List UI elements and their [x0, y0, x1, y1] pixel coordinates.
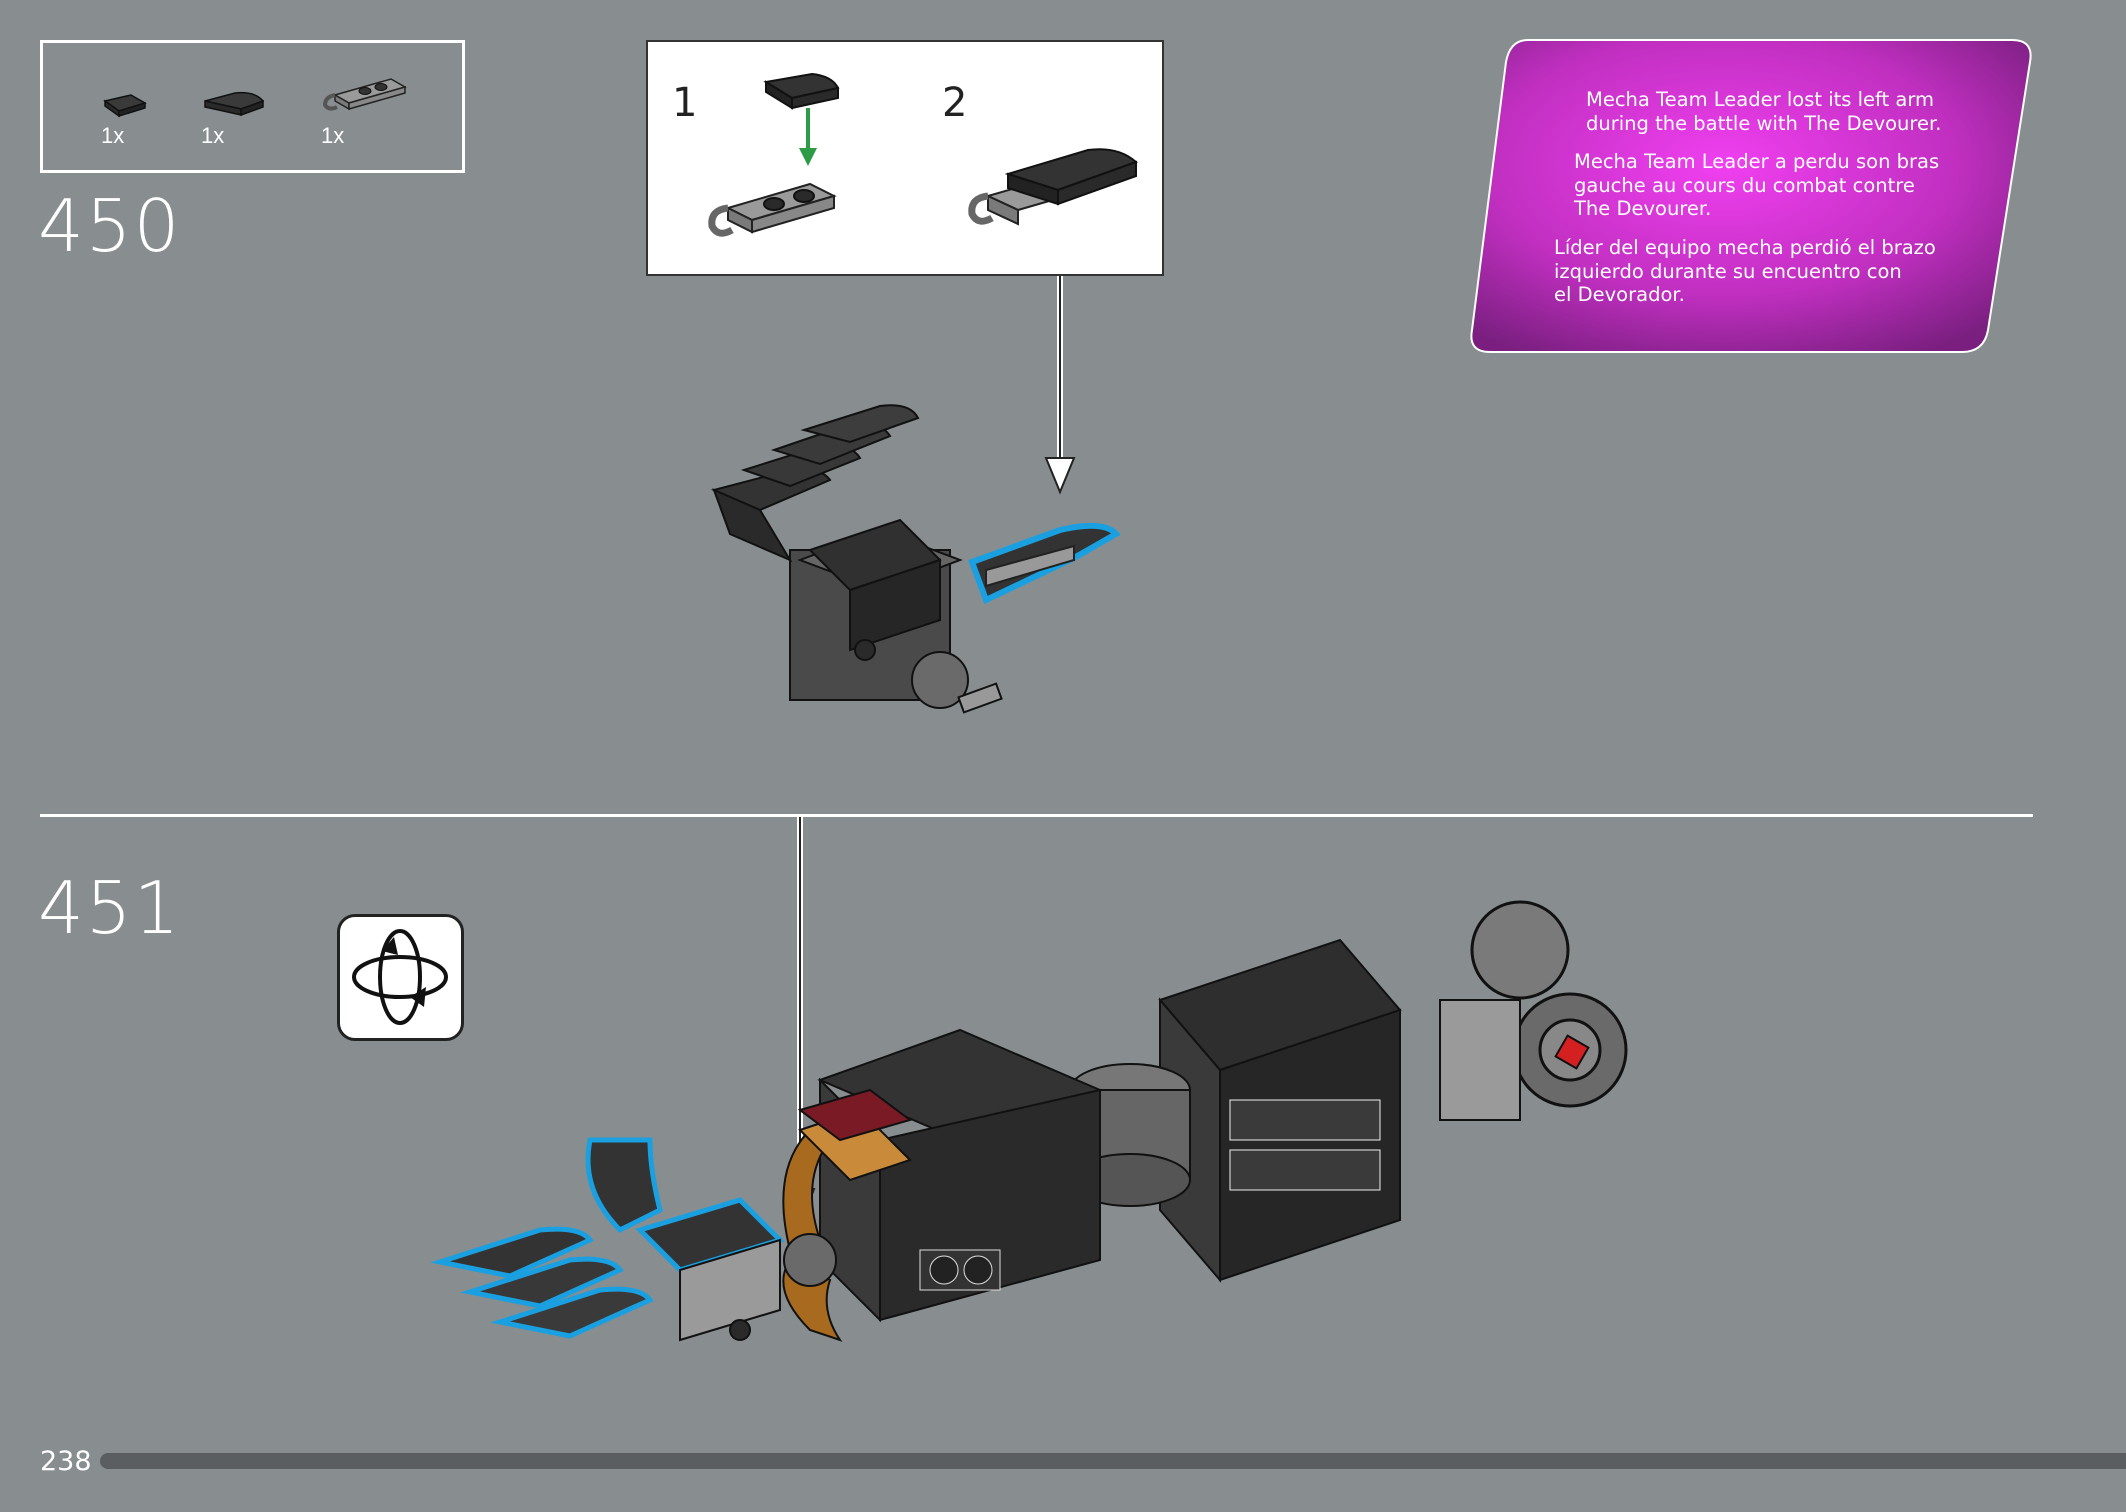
sub-step-1-illustration — [708, 72, 840, 237]
rotate-arrows-icon — [352, 929, 448, 1025]
info-text-french: Mecha Team Leader a perdu son bras gauch… — [1574, 150, 1940, 220]
sub-assembly-callout: 1 2 — [646, 40, 1164, 276]
clip-plate-part-icon — [322, 78, 407, 111]
highlighted-hand-assembly — [430, 1137, 785, 1342]
step-number: 451 — [38, 866, 182, 950]
step-450-model — [710, 404, 1121, 714]
info-panel-background — [1470, 39, 2032, 353]
sub-step-number: 1 — [672, 80, 698, 126]
info-panel: Mecha Team Leader lost its left arm duri… — [1470, 38, 2035, 354]
callout-arrow — [1044, 276, 1076, 495]
highlighted-new-part — [968, 522, 1121, 605]
sub-step-2-illustration — [968, 148, 1138, 226]
curved-slope-part-icon — [204, 91, 265, 117]
step-451-model — [430, 900, 1628, 1342]
tile-part-icon — [103, 94, 147, 118]
step-number: 450 — [38, 184, 182, 268]
part-qty: 1x — [101, 123, 125, 148]
parts-list-box: 1x 1x 1x — [40, 40, 465, 173]
rotate-model-icon — [337, 914, 464, 1041]
page-number: 238 — [40, 1446, 92, 1477]
info-text-english: Mecha Team Leader lost its left arm duri… — [1586, 88, 1942, 135]
part-qty: 1x — [201, 123, 225, 148]
page-progress-bar — [100, 1453, 2126, 1469]
info-text-spanish: Líder del equipo mecha perdió el brazo i… — [1554, 236, 1936, 306]
step-divider — [40, 814, 2033, 817]
sub-step-number: 2 — [942, 80, 968, 126]
part-qty: 1x — [321, 123, 345, 148]
